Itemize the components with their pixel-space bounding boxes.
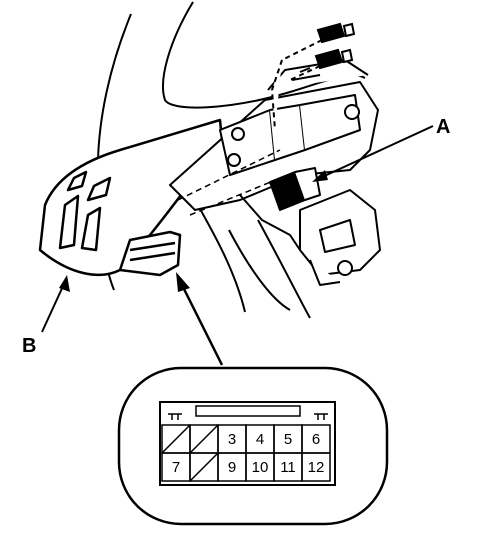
connector-pin-grid [161,424,331,482]
pin-number: 5 [284,431,292,448]
pin-number: 10 [252,459,269,476]
alignment-lines [177,149,301,216]
callout-b-label: B [22,335,36,357]
pin-number: 11 [280,459,296,476]
pin-number: 7 [172,459,180,476]
unused-pin-mark [161,424,191,454]
callout-a-leader [312,125,434,182]
pin-number: 6 [312,431,320,448]
unused-pin-mark [189,452,219,482]
pin-number: 9 [228,459,236,476]
pin-number: 3 [228,431,236,448]
pin-number: 12 [308,459,325,476]
connector-face [159,401,336,486]
steering-switch-housing [38,118,224,277]
mounting-screws [270,22,356,131]
detail-arrow [176,272,224,366]
pin-number: 4 [256,431,264,448]
pin-cell [301,452,331,482]
connector-pin-numbers: 3 4 5 6 7 9 10 11 12 [172,431,325,476]
callout-a-label: A [436,116,450,138]
callout-b-leader [41,275,70,333]
unused-pin-mark [189,424,219,454]
